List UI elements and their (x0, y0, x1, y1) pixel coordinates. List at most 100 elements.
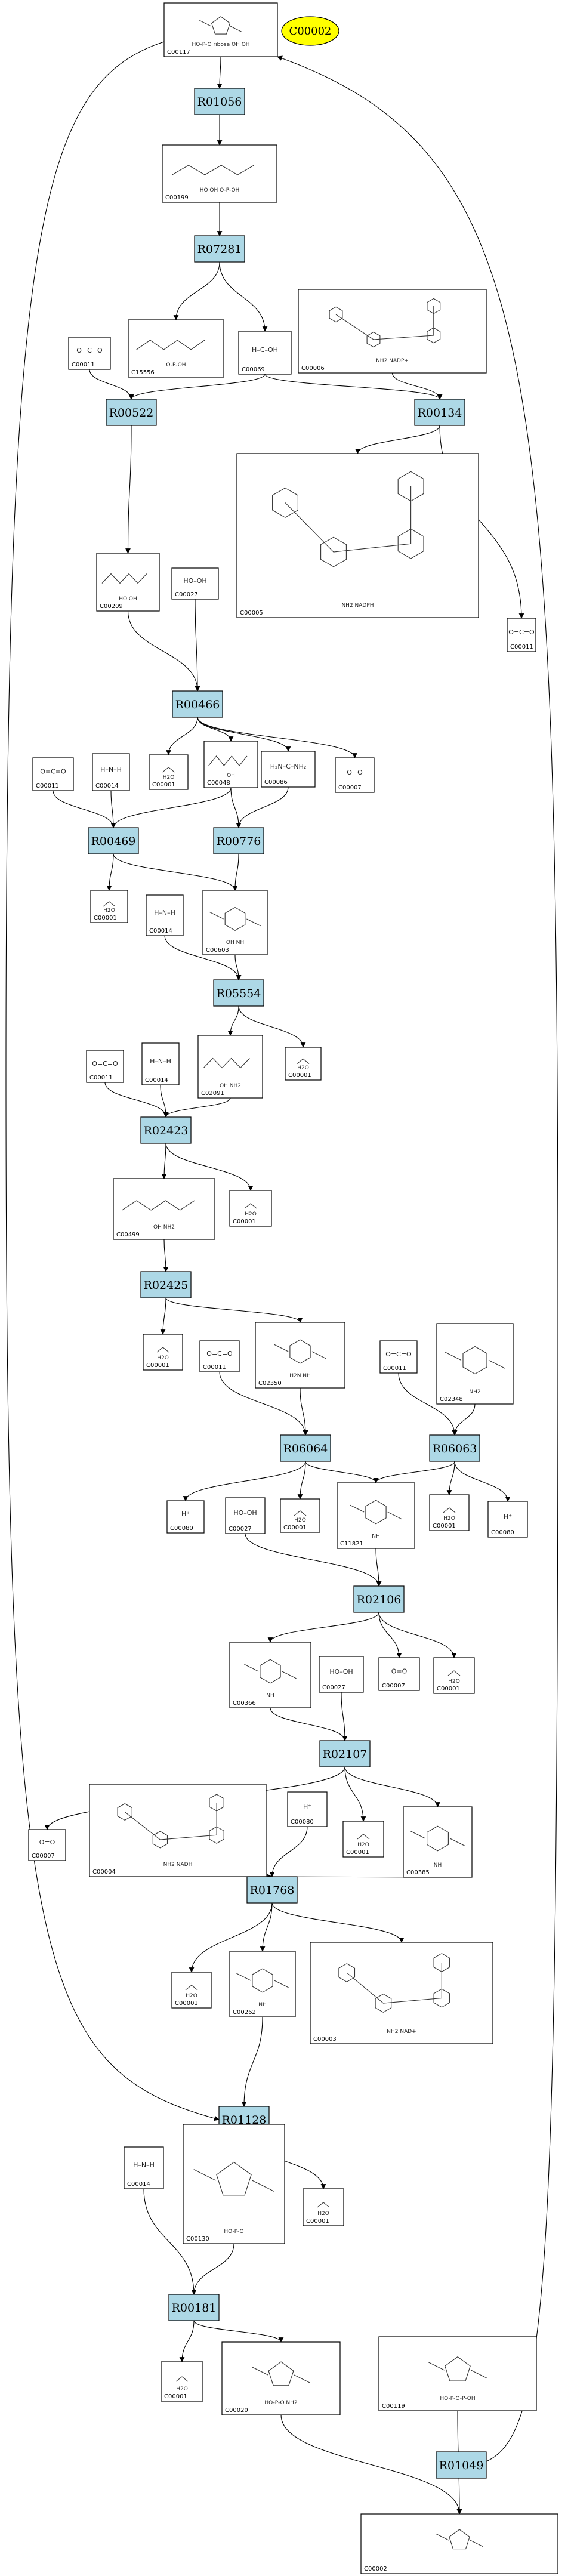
compound-node-C00002[interactable]: C00002 (360, 2513, 558, 2574)
reaction-box[interactable] (106, 399, 157, 426)
compound-box[interactable] (221, 2341, 341, 2415)
start-node[interactable]: C00002 (281, 16, 339, 46)
compound-box[interactable] (162, 144, 277, 203)
compound-box[interactable] (303, 2188, 344, 2226)
compound-box[interactable] (161, 2361, 203, 2402)
compound-box[interactable] (285, 1047, 322, 1081)
compound-box[interactable] (507, 618, 536, 652)
reaction-node-R00776[interactable]: R00776 (213, 827, 264, 854)
compound-box[interactable] (225, 1497, 266, 1534)
compound-node-C00080[interactable]: H⁺C00080 (166, 1500, 205, 1534)
compound-box[interactable] (236, 453, 479, 618)
compound-box[interactable] (337, 1482, 415, 1549)
compound-box[interactable] (141, 1042, 180, 1085)
compound-box[interactable] (199, 1340, 240, 1372)
compound-box[interactable] (378, 1657, 420, 1691)
compound-box[interactable] (433, 1657, 475, 1694)
compound-box[interactable] (32, 757, 74, 791)
reaction-box[interactable] (429, 1434, 480, 1462)
compound-box[interactable] (163, 2, 278, 57)
reaction-node-R02425[interactable]: R02425 (140, 1271, 192, 1298)
reaction-node-R01768[interactable]: R01768 (246, 1876, 298, 1904)
compound-box[interactable] (298, 289, 487, 374)
compound-box[interactable] (166, 1500, 205, 1534)
reaction-node-R07281[interactable]: R07281 (194, 235, 245, 263)
reaction-box[interactable] (140, 1116, 192, 1144)
reaction-node-R06063[interactable]: R06063 (429, 1434, 480, 1462)
compound-box[interactable] (203, 741, 258, 788)
compound-box[interactable] (360, 2513, 558, 2574)
compound-node-C00003[interactable]: NH2 NAD+C00003 (310, 1942, 493, 2044)
reaction-box[interactable] (280, 1434, 331, 1462)
start-ellipse[interactable] (281, 16, 339, 46)
compound-box[interactable] (319, 1656, 364, 1693)
compound-box[interactable] (197, 1035, 263, 1099)
compound-box[interactable] (429, 1494, 470, 1531)
compound-box[interactable] (96, 553, 160, 612)
reaction-node-R01049[interactable]: R01049 (436, 2451, 487, 2479)
compound-box[interactable] (287, 1791, 328, 1827)
reaction-node-R00522[interactable]: R00522 (106, 399, 157, 426)
compound-box[interactable] (403, 1806, 473, 1878)
reaction-box[interactable] (140, 1271, 192, 1298)
reaction-box[interactable] (319, 1740, 371, 1767)
reaction-node-R00466[interactable]: R00466 (172, 690, 223, 718)
compound-box[interactable] (229, 1951, 296, 2017)
reaction-box[interactable] (194, 88, 245, 115)
compound-box[interactable] (113, 1178, 215, 1240)
reaction-box[interactable] (213, 827, 264, 854)
reaction-box[interactable] (414, 399, 465, 426)
reaction-node-R02107[interactable]: R02107 (319, 1740, 371, 1767)
reaction-node-R00469[interactable]: R00469 (88, 827, 139, 854)
reaction-box[interactable] (168, 2294, 220, 2321)
compound-box[interactable] (171, 567, 219, 600)
reaction-node-R06064[interactable]: R06064 (280, 1434, 331, 1462)
compound-box[interactable] (310, 1942, 493, 2044)
compound-node-C00006[interactable]: NH2 NADP+C00006 (298, 289, 487, 374)
compound-box[interactable] (238, 331, 292, 375)
compound-node-C00080[interactable]: H⁺C00080 (287, 1791, 328, 1827)
compound-box[interactable] (379, 1340, 418, 1374)
compound-box[interactable] (280, 1498, 320, 1533)
compound-box[interactable] (128, 319, 224, 378)
compound-box[interactable] (378, 2336, 537, 2411)
compound-box[interactable] (255, 1322, 345, 1389)
compound-box[interactable] (86, 1050, 124, 1083)
reaction-box[interactable] (172, 690, 223, 718)
reaction-node-R01056[interactable]: R01056 (194, 88, 245, 115)
reaction-box[interactable] (213, 979, 264, 1007)
reaction-node-R02423[interactable]: R02423 (140, 1116, 192, 1144)
compound-box[interactable] (90, 890, 128, 923)
